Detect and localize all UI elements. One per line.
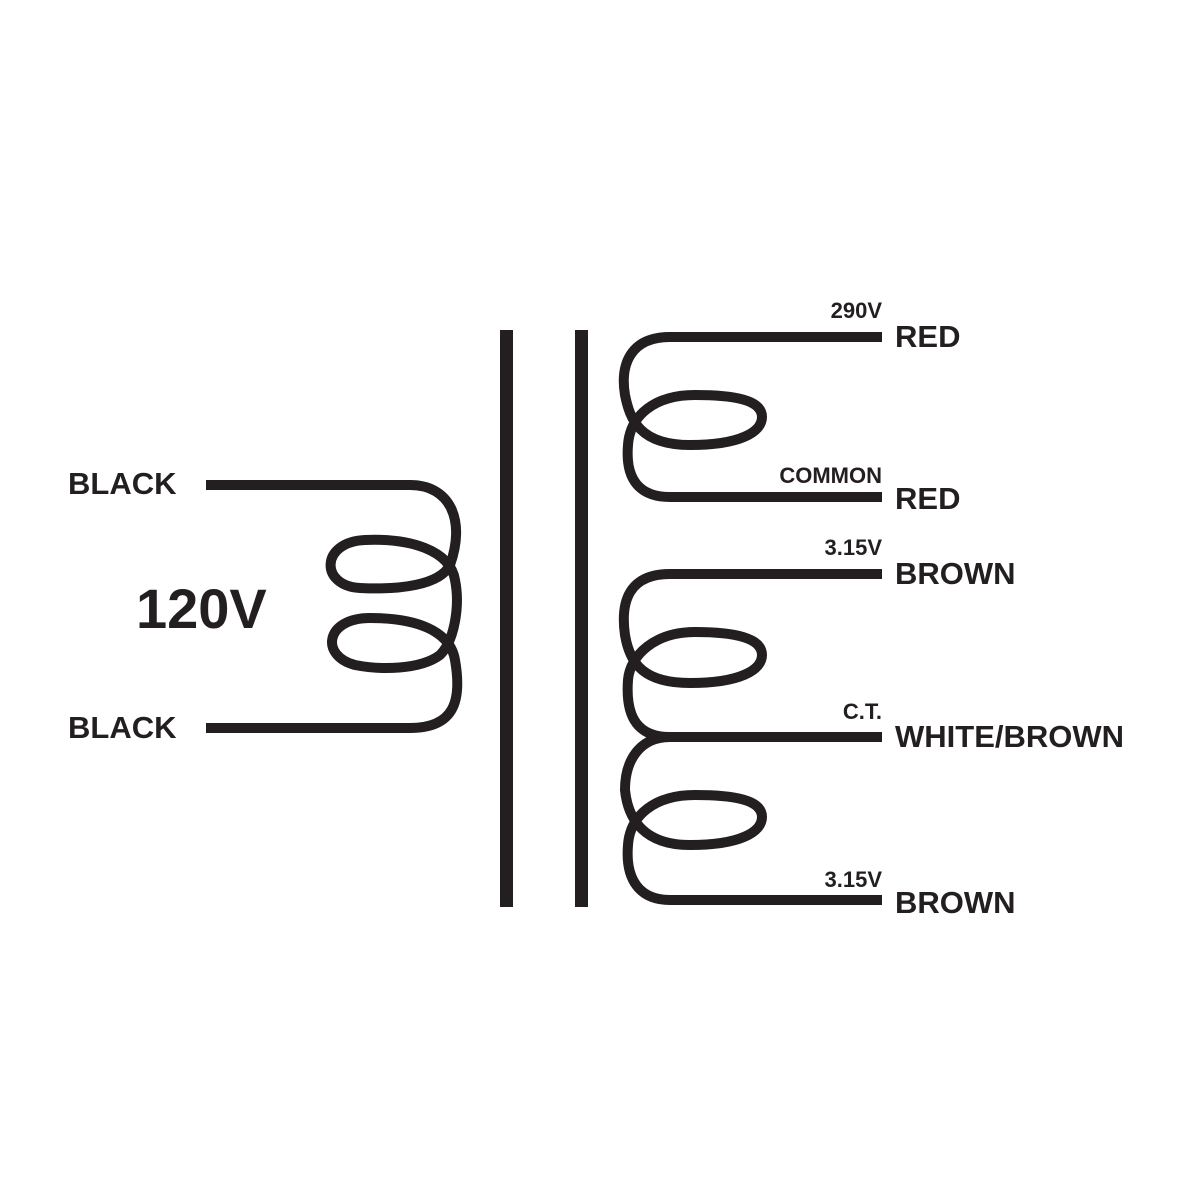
primary-voltage-label: 120V — [136, 577, 267, 640]
transformer-core — [500, 330, 588, 907]
heater-lead-top-label: BROWN — [895, 556, 1016, 591]
heater-tap-center: C.T. — [843, 699, 882, 724]
heater-tap-top: 3.15V — [825, 535, 883, 560]
core-bar-right — [575, 330, 588, 907]
heater-tap-bottom: 3.15V — [825, 867, 883, 892]
primary-lead-bottom-label: BLACK — [68, 710, 177, 745]
heater-lead-center-label: WHITE/BROWN — [895, 719, 1124, 754]
hv-lead-top-label: RED — [895, 319, 960, 354]
primary-winding: BLACK BLACK 120V — [68, 466, 463, 745]
primary-coil-icon — [206, 480, 463, 733]
core-bar-left — [500, 330, 513, 907]
hv-coil-icon — [618, 332, 882, 502]
hv-lead-bottom-label: RED — [895, 481, 960, 516]
hv-tap-top: 290V — [831, 298, 883, 323]
hv-tap-bottom: COMMON — [779, 463, 882, 488]
primary-lead-top-label: BLACK — [68, 466, 177, 501]
heater-lead-bottom-label: BROWN — [895, 885, 1016, 920]
secondary-heater-winding: 3.15V BROWN C.T. WHITE/BROWN 3.15V BROWN — [618, 535, 1124, 920]
heater-coil-icon — [618, 569, 882, 905]
secondary-hv-winding: 290V RED COMMON RED — [618, 298, 960, 516]
